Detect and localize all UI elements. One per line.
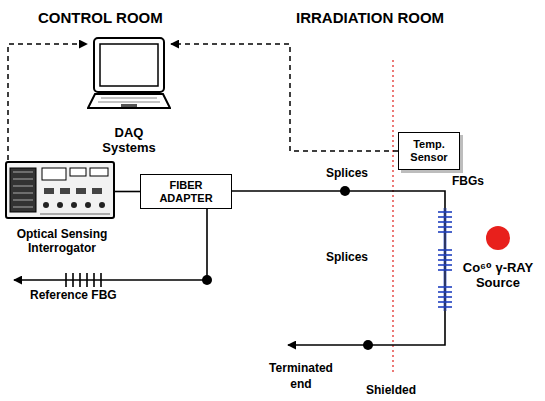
- shield-line: [392, 60, 393, 372]
- fiber-link: [114, 191, 140, 193]
- box-label: FIBER ADAPTER: [145, 179, 227, 204]
- end-label: Terminated end: [262, 360, 340, 392]
- gamma-source: Co⁶⁰ γ-RAY Source: [458, 224, 538, 291]
- rack-icon: [4, 160, 120, 222]
- sensor-box: Temp. Sensor: [398, 132, 460, 170]
- sensing-fiber: [200, 191, 445, 345]
- data-link: [8, 44, 87, 160]
- interrogator-unit: Optical Sensing Interrogator: [4, 160, 120, 256]
- adapter-box: FIBER ADAPTER: [140, 174, 232, 209]
- source-icon: [458, 224, 538, 252]
- icon-caption: Optical Sensing Interrogator: [4, 228, 120, 256]
- splice-dot: [340, 186, 350, 196]
- splice-dot: [202, 275, 212, 285]
- fbg-array: [443, 208, 447, 311]
- reference-grating: [66, 273, 101, 287]
- fbg-label: FBGs: [452, 174, 484, 188]
- room-title: CONTROL ROOM: [38, 9, 163, 26]
- icon-caption: Co⁶⁰ γ-RAY Source: [458, 261, 538, 291]
- data-link: [171, 44, 398, 151]
- daq-computer: DAQ Systems: [87, 36, 171, 156]
- box-label: Temp. Sensor: [403, 138, 455, 163]
- reference-label: Reference FBG: [30, 288, 117, 302]
- room-title: IRRADIATION ROOM: [296, 9, 444, 26]
- splice-dot: [363, 340, 373, 350]
- shield-label: Shielded: [366, 383, 416, 397]
- laptop-icon: [87, 36, 171, 114]
- splice-label: Splices: [326, 166, 368, 180]
- splice-label: Splices: [326, 250, 368, 264]
- icon-caption: DAQ Systems: [87, 126, 171, 156]
